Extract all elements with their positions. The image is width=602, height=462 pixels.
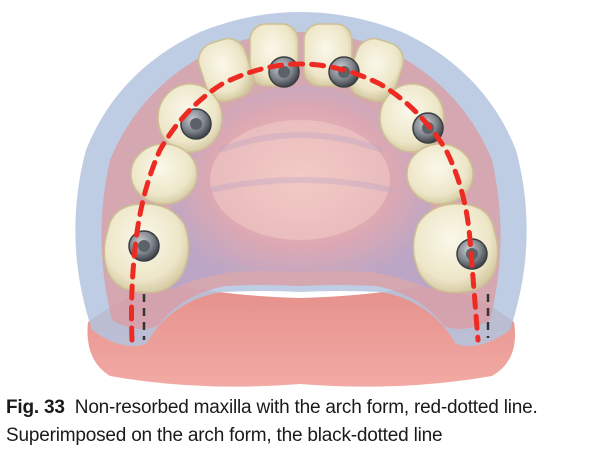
teeth xyxy=(103,23,499,294)
tooth-premolar1-left xyxy=(130,143,198,205)
maxilla-illustration xyxy=(75,12,527,387)
palate-rugae xyxy=(209,132,393,193)
figure-label: Fig. 33 xyxy=(6,397,65,418)
palate-highlight xyxy=(210,120,390,240)
tooth-molar-right xyxy=(412,203,499,294)
implants xyxy=(128,56,488,270)
gingiva-base xyxy=(87,286,516,387)
tooth-lateral-left xyxy=(197,37,255,103)
maxilla-drawing xyxy=(75,12,527,387)
palate xyxy=(167,86,435,290)
arch-form-line xyxy=(129,61,481,343)
implant-canine-left xyxy=(180,108,212,140)
implant-central-left xyxy=(268,56,300,88)
figure-caption-text: Non-resorbed maxilla with the arch form,… xyxy=(6,397,538,446)
